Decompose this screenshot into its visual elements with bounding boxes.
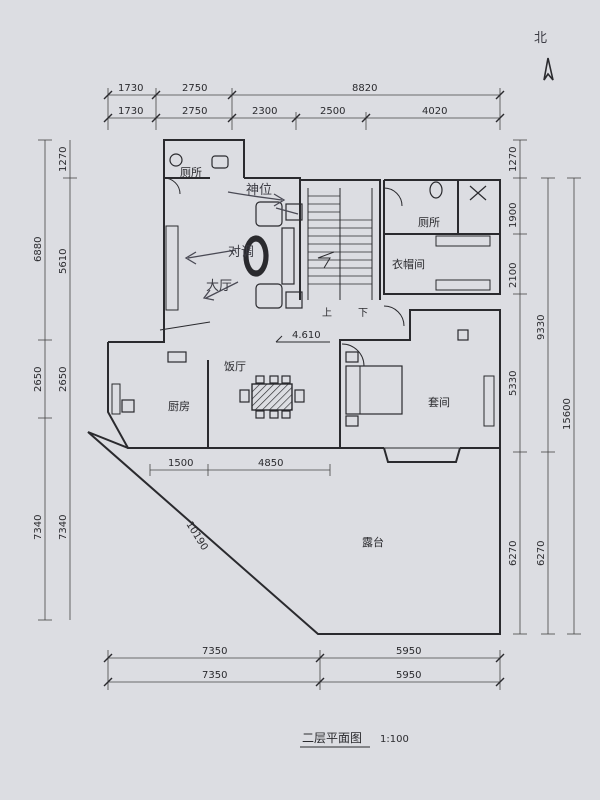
dim-top-2b: 2750 [182,106,207,117]
room-terrace: 露台 [362,535,384,549]
room-suite: 套间 [428,396,450,409]
dim-right-inner-b: 1900 [508,203,519,228]
dim-bottom-1a: 7350 [202,646,227,657]
drawing-title-name: 二层平面图 [302,731,362,745]
floor-level-label: 4.610 [292,330,321,341]
pencil-arrows [184,191,299,301]
dim-top-1b: 2750 [182,83,207,94]
dim-bottom-2b: 5950 [396,670,421,681]
dim-inner-a: 1500 [168,458,193,469]
room-sofa-note: 对调 [228,245,254,260]
dimension-lines [38,88,581,690]
dim-left-outer-a: 6880 [33,237,44,262]
room-toilet-right: 厕所 [418,216,440,229]
stair-up-label: 上 [322,307,332,319]
dim-top-1a: 1730 [118,83,143,94]
compass-label: 北 [534,31,547,46]
dim-top-2a: 1730 [118,106,143,117]
room-kitchen: 厨房 [168,400,190,413]
dim-top-2c: 2300 [252,106,277,117]
compass: 北 [534,31,554,81]
dim-left-outer-c: 7340 [33,515,44,540]
dim-bottom-1b: 5950 [396,646,421,657]
furniture [121,153,487,427]
dim-top-2d: 2500 [320,106,345,117]
dim-right-inner-d: 5330 [508,371,519,396]
stair-down-label: 下 [358,308,368,319]
dim-right-inner-c: 2100 [508,263,519,288]
dim-right-outer: 15600 [562,398,573,430]
dim-top-1c: 8820 [352,83,377,94]
fine-lines [111,177,500,449]
room-dining: 饭厅 [224,360,246,373]
dimension-ticks [103,90,505,687]
drawing-title: 二层平面图 1:100 [300,731,409,748]
dim-left-outer-b: 2650 [33,367,44,392]
room-shrine: 神位 [246,183,272,198]
room-living: 大厅 [206,279,232,294]
room-toilet-left: 厕所 [180,166,202,179]
dim-left-inner-b: 5610 [58,249,69,274]
dim-right-mid-a: 9330 [536,315,547,340]
dim-right-inner-a: 1270 [508,147,519,172]
room-cloakroom: 衣帽间 [392,257,425,271]
north-arrow-icon [543,57,554,81]
dim-left-inner-d: 7340 [58,515,69,540]
dim-top-2e: 4020 [422,106,447,117]
drawing-title-scale: 1:100 [380,734,409,745]
dim-inner-b: 4850 [258,458,283,469]
dim-right-mid-b: 6270 [536,541,547,566]
dim-left-inner-c: 2650 [58,367,69,392]
dim-left-inner-a: 1270 [58,147,69,172]
dim-bottom-2a: 7350 [202,670,227,681]
dim-right-inner-e: 6270 [508,541,519,566]
